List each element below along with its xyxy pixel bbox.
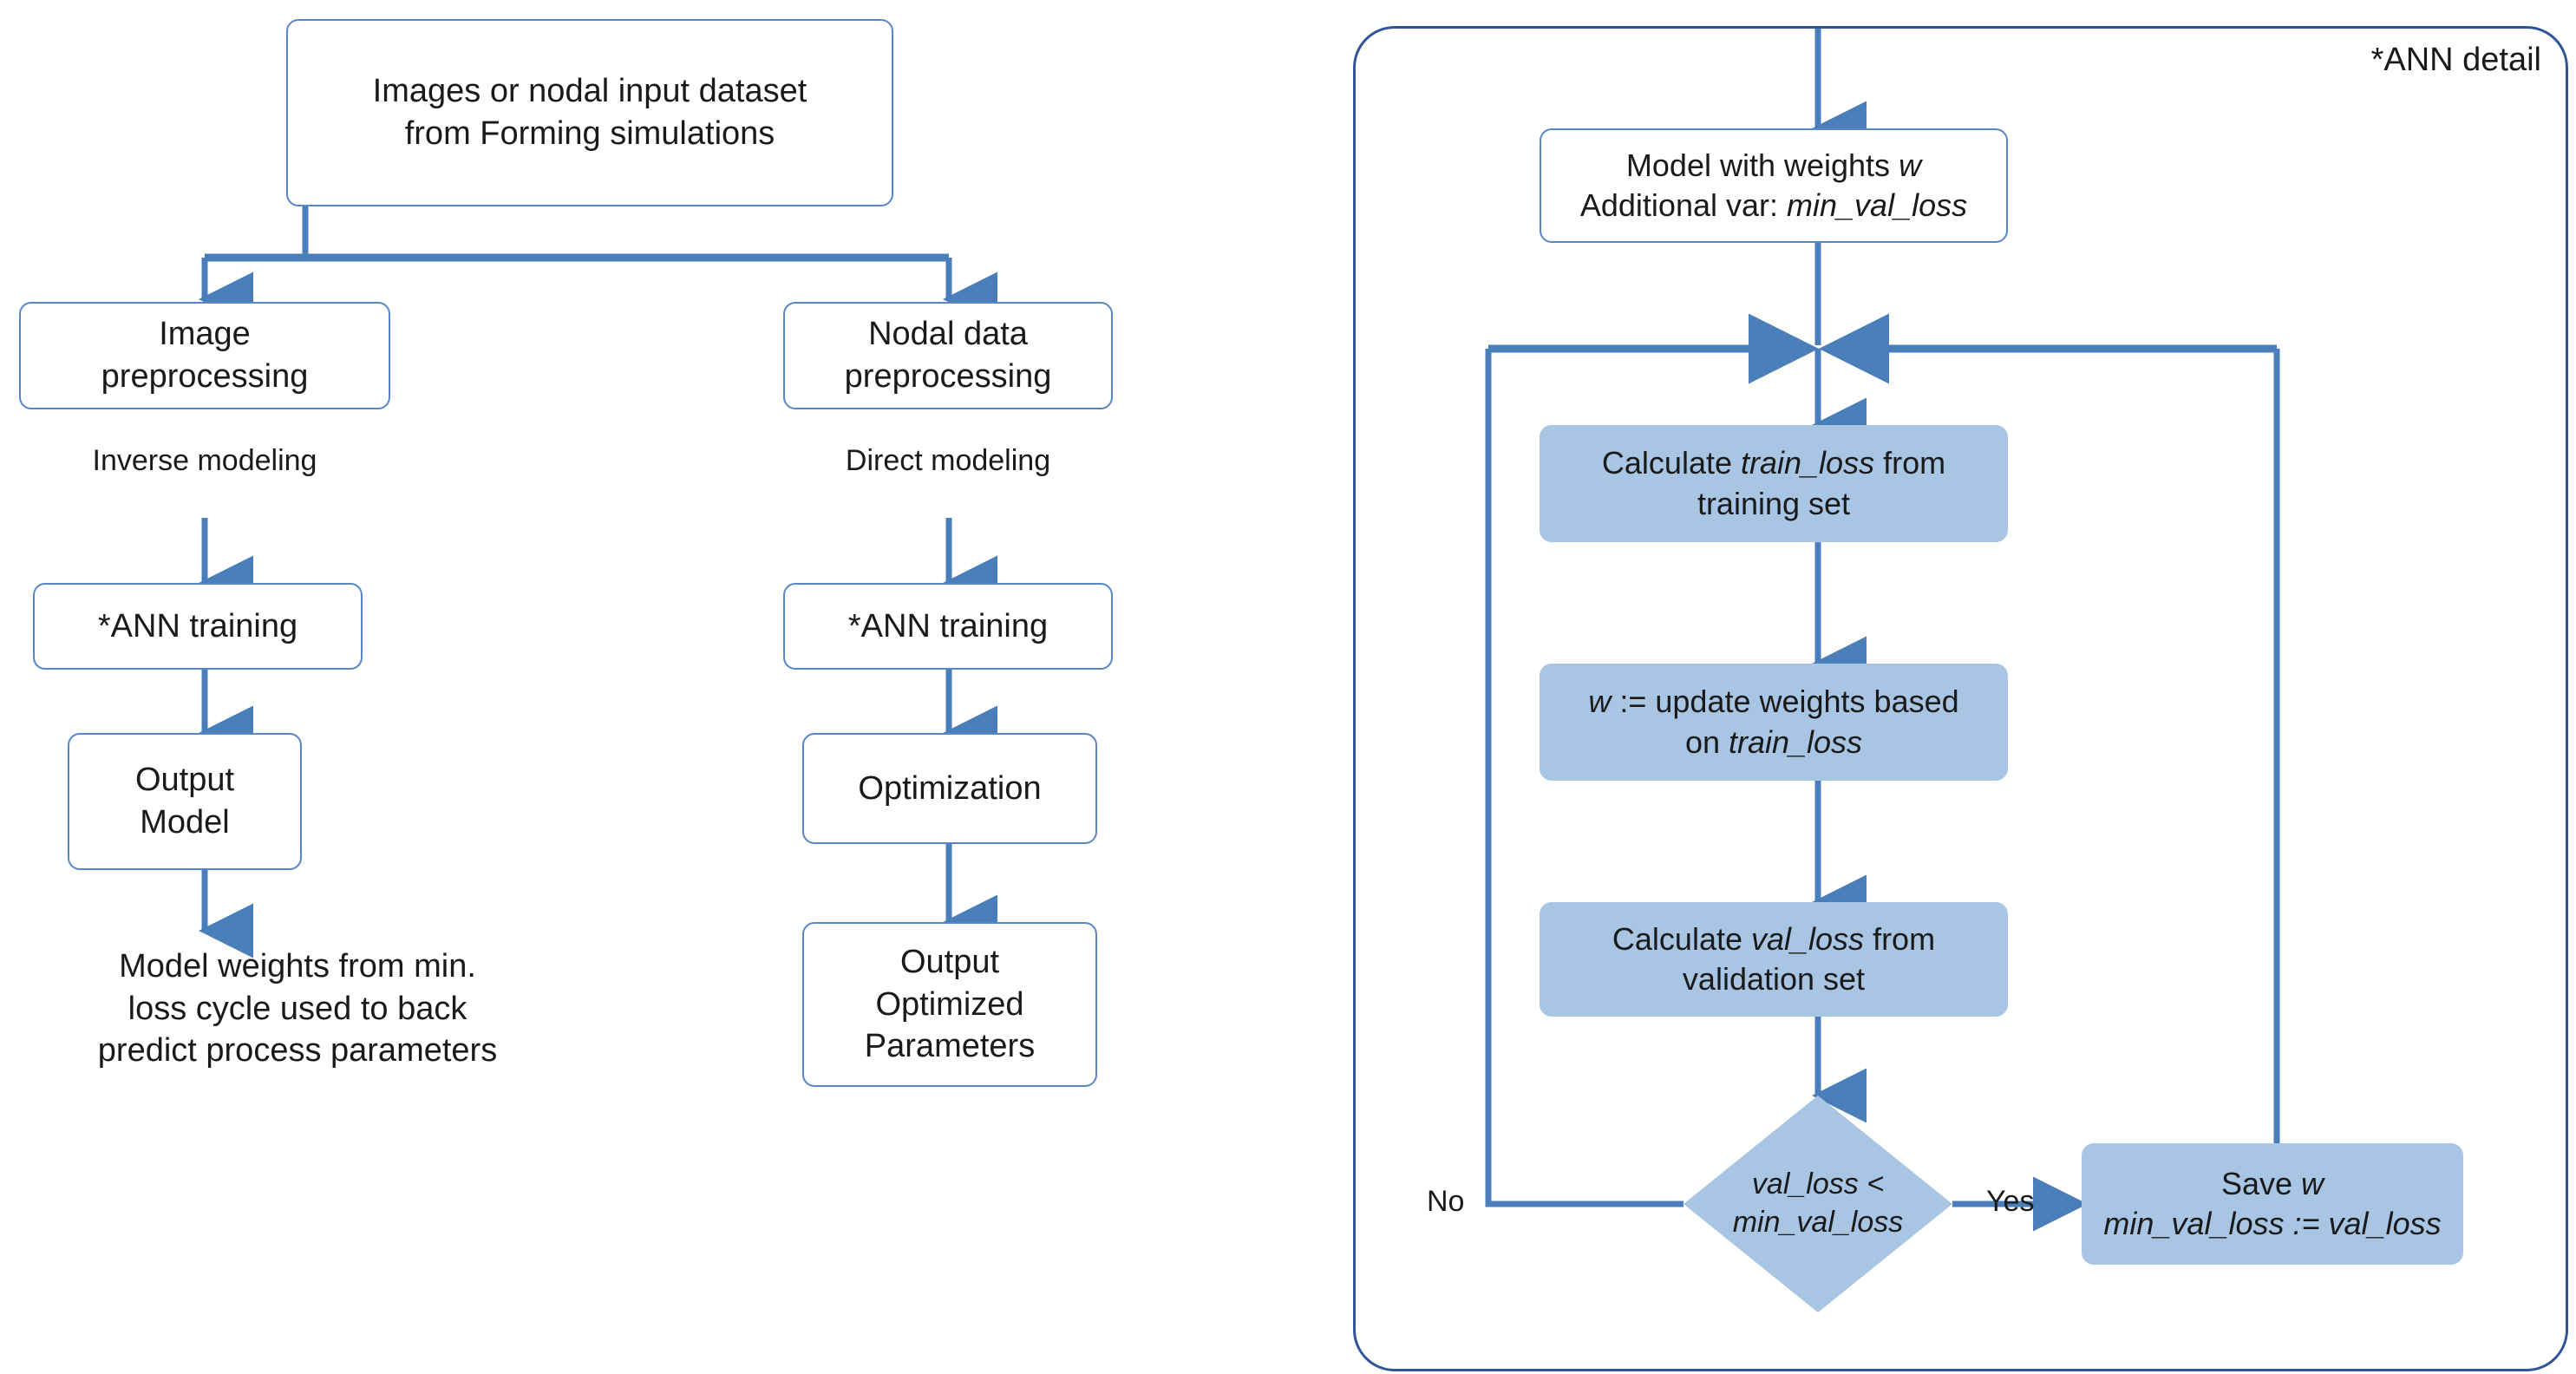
- model-weights-footer-text: Model weights from min. loss cycle used …: [7, 935, 588, 1083]
- optimized-line1: Output: [899, 944, 1000, 981]
- optimized-line2: Optimized: [875, 985, 1024, 1023]
- model-weights-line2: Additional var: min_val_loss: [1579, 187, 1968, 223]
- input-dataset-line2: from Forming simulations: [404, 115, 775, 152]
- calculate-train-loss-node[interactable]: Calculate train_loss from training set: [1540, 425, 2008, 542]
- image-preprocessing-line2: preprocessing: [101, 358, 309, 395]
- nodal-preprocessing-line1: Nodal data: [868, 316, 1028, 353]
- model-weights-line1: Model with weights w: [1625, 147, 1922, 183]
- image-preprocessing-node[interactable]: Image preprocessing: [19, 302, 390, 409]
- output-model-line1: Output: [134, 762, 235, 799]
- train-loss-line1: Calculate train_loss from: [1601, 445, 1946, 481]
- output-optimized-parameters-node[interactable]: Output Optimized Parameters: [802, 922, 1097, 1087]
- val-loss-line2: validation set: [1682, 961, 1866, 997]
- output-model-line2: Model: [140, 804, 230, 841]
- footer-line2: loss cycle used to back: [127, 990, 467, 1027]
- val-loss-decision-node[interactable]: val_loss < min_val_loss: [1684, 1096, 1952, 1312]
- input-dataset-node[interactable]: Images or nodal input dataset from Formi…: [286, 19, 893, 206]
- optimized-line3: Parameters: [864, 1028, 1036, 1065]
- optimization-node[interactable]: Optimization: [802, 733, 1097, 844]
- image-preprocessing-line1: Image: [159, 316, 251, 353]
- ann-training-node-left[interactable]: *ANN training: [33, 583, 363, 670]
- val-loss-line1: Calculate val_loss from: [1612, 920, 1936, 957]
- decision-line2: min_val_loss: [1732, 1206, 1904, 1239]
- update-weights-line1: w := update weights based: [1588, 684, 1959, 720]
- save-line1: Save w: [2220, 1165, 2324, 1201]
- nodal-data-preprocessing-node[interactable]: Nodal data preprocessing: [783, 302, 1113, 409]
- update-weights-line2: on train_loss: [1684, 723, 1863, 760]
- footer-line1: Model weights from min.: [119, 948, 476, 985]
- update-weights-node[interactable]: w := update weights based on train_loss: [1540, 664, 2008, 781]
- model-with-weights-node[interactable]: Model with weights w Additional var: min…: [1540, 128, 2008, 243]
- decision-yes-label: Yes: [1986, 1185, 2035, 1218]
- output-model-node[interactable]: Output Model: [68, 733, 302, 870]
- ann-detail-panel: [1353, 26, 2568, 1371]
- footer-line3: predict process parameters: [97, 1032, 498, 1070]
- save-weights-node[interactable]: Save w min_val_loss := val_loss: [2082, 1143, 2463, 1265]
- save-line2: min_val_loss := val_loss: [2103, 1206, 2442, 1241]
- decision-line1: val_loss <: [1751, 1168, 1885, 1201]
- calculate-val-loss-node[interactable]: Calculate val_loss from validation set: [1540, 902, 2008, 1017]
- ann-training-node-right[interactable]: *ANN training: [783, 583, 1113, 670]
- input-dataset-line1: Images or nodal input dataset: [372, 73, 807, 110]
- nodal-preprocessing-line2: preprocessing: [844, 358, 1052, 395]
- ann-detail-panel-title: *ANN detail: [2370, 42, 2541, 78]
- decision-no-label: No: [1427, 1185, 1465, 1218]
- train-loss-line2: training set: [1697, 485, 1851, 521]
- inverse-modeling-label: Inverse modeling: [92, 444, 317, 478]
- direct-modeling-label: Direct modeling: [845, 444, 1051, 478]
